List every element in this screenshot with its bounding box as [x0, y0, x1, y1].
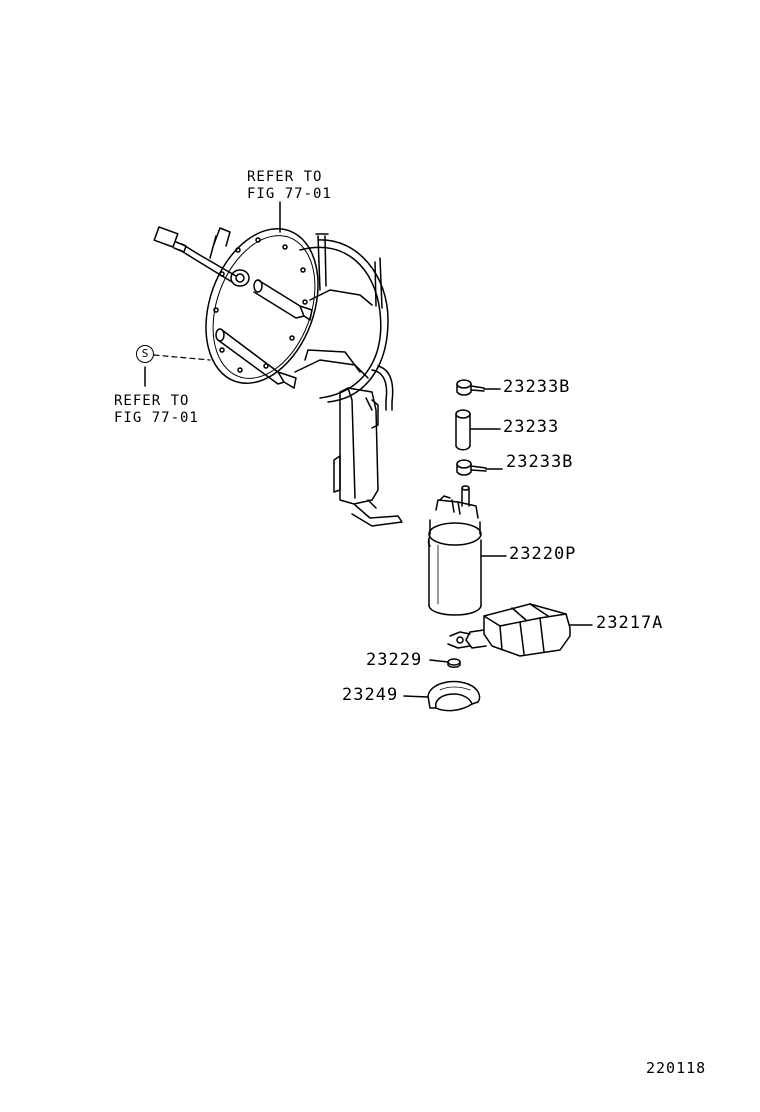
ref-top-line1: REFER TO — [247, 169, 323, 185]
part-number-label[interactable]: 23233B — [506, 452, 574, 472]
hose — [455, 409, 471, 451]
ref-left-line1: REFER TO — [114, 393, 190, 409]
ref-top-line2: FIG 77-01 — [247, 186, 332, 202]
retainer-leader — [403, 695, 429, 698]
s-symbol: S — [136, 345, 154, 363]
cushion — [447, 658, 461, 668]
pump-bracket-assembly — [153, 226, 403, 527]
part-number-label[interactable]: 23220P — [509, 544, 577, 564]
fuel-pump — [427, 485, 482, 616]
ref-left-leader — [153, 354, 211, 361]
part-number-label[interactable]: 23233B — [503, 377, 571, 397]
illustration-id: 220118 — [646, 1059, 707, 1077]
part-number-label[interactable]: 23217A — [596, 613, 664, 633]
part-number-label[interactable]: 23229 — [366, 650, 423, 670]
clamp-bottom — [456, 459, 487, 476]
fuel-filter — [447, 603, 571, 657]
retainer — [427, 680, 481, 712]
part-number-label[interactable]: 23249 — [342, 685, 399, 705]
part-number-label[interactable]: 23233 — [503, 417, 560, 437]
ref-left-line2: FIG 77-01 — [114, 410, 199, 426]
clamp-top — [456, 379, 485, 396]
cushion-leader — [429, 659, 449, 663]
